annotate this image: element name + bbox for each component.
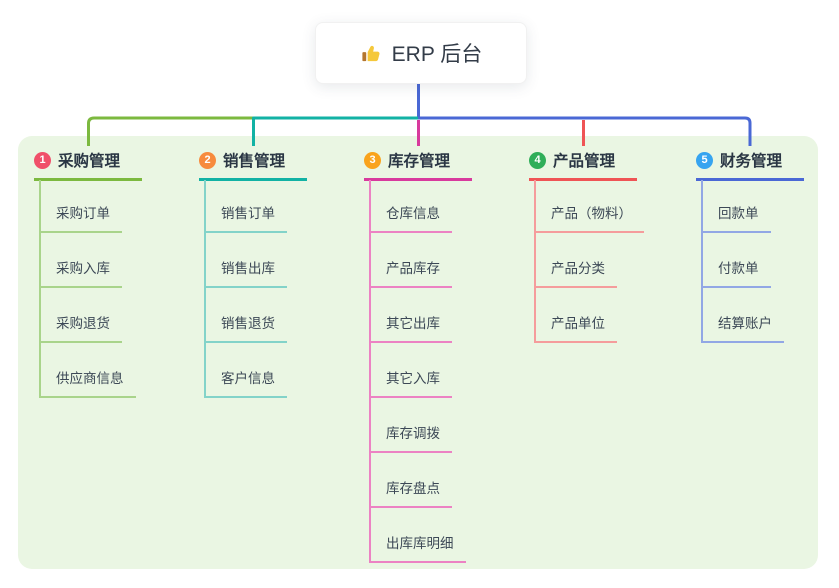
branch-header-label: 产品管理 — [553, 153, 616, 170]
thumbs-up-icon — [362, 45, 380, 61]
mindmap-panel — [18, 136, 818, 569]
branch-number-badge: 5 — [696, 151, 713, 169]
tree-item[interactable]: 采购退货 — [39, 314, 122, 343]
branch-header-label: 销售管理 — [223, 153, 286, 170]
tree-item[interactable]: 其它入库 — [369, 369, 452, 398]
tree-item[interactable]: 库存盘点 — [369, 479, 452, 508]
tree-item[interactable]: 销售退货 — [204, 314, 287, 343]
branch-procurement: 1 采购管理 采购订单 采购入库 采购退货 供应商信息 — [34, 0, 142, 588]
tree-item[interactable]: 产品（物料） — [534, 204, 644, 233]
tree-item[interactable]: 回款单 — [701, 204, 771, 233]
branch-inventory: 3 库存管理 仓库信息 产品库存 其它出库 其它入库 库存调拨 库存盘点 出库库… — [364, 0, 472, 588]
branch-header-sales[interactable]: 2 销售管理 — [199, 149, 307, 181]
branch-number-badge: 2 — [199, 151, 216, 169]
branch-connector-line — [534, 180, 536, 343]
branch-product: 4 产品管理 产品（物料） 产品分类 产品单位 — [529, 0, 644, 588]
connector-procurement-line — [87, 116, 254, 146]
tree-item[interactable]: 产品分类 — [534, 259, 617, 288]
tree-item[interactable]: 产品单位 — [534, 314, 617, 343]
branch-number-badge: 3 — [364, 151, 381, 169]
tree-item[interactable]: 出库库明细 — [369, 534, 466, 563]
tree-item[interactable]: 库存调拨 — [369, 424, 452, 453]
tree-item[interactable]: 采购订单 — [39, 204, 122, 233]
branch-connector-line — [701, 180, 703, 343]
branch-sales: 2 销售管理 销售订单 销售出库 销售退货 客户信息 — [199, 0, 307, 588]
branch-number-badge: 4 — [529, 151, 546, 169]
branch-header-procurement[interactable]: 1 采购管理 — [34, 149, 142, 181]
tree-item[interactable]: 销售订单 — [204, 204, 287, 233]
branch-header-inventory[interactable]: 3 库存管理 — [364, 149, 472, 181]
tree-item[interactable]: 销售出库 — [204, 259, 287, 288]
connector-root-to-finance-line — [417, 82, 752, 146]
branch-connector-line — [204, 180, 206, 398]
branch-header-label: 财务管理 — [720, 153, 783, 170]
branch-connector-line — [369, 180, 371, 563]
tree-item[interactable]: 采购入库 — [39, 259, 122, 288]
branch-connector-line — [39, 180, 41, 398]
tree-item[interactable]: 付款单 — [701, 259, 771, 288]
branch-header-label: 库存管理 — [388, 153, 451, 170]
tree-item[interactable]: 供应商信息 — [39, 369, 136, 398]
branch-header-label: 采购管理 — [58, 153, 121, 170]
tree-item[interactable]: 仓库信息 — [369, 204, 452, 233]
root-node-label: ERP 后台 — [391, 43, 483, 66]
branch-finance: 5 财务管理 回款单 付款单 结算账户 — [696, 0, 804, 588]
branch-number-badge: 1 — [34, 151, 51, 169]
branch-header-finance[interactable]: 5 财务管理 — [696, 149, 804, 181]
branch-header-product[interactable]: 4 产品管理 — [529, 149, 637, 181]
tree-item[interactable]: 产品库存 — [369, 259, 452, 288]
connector-sales-line — [252, 116, 418, 146]
tree-item[interactable]: 客户信息 — [204, 369, 287, 398]
tree-item[interactable]: 结算账户 — [701, 314, 784, 343]
tree-item[interactable]: 其它出库 — [369, 314, 452, 343]
root-node[interactable]: ERP 后台 — [315, 22, 527, 84]
